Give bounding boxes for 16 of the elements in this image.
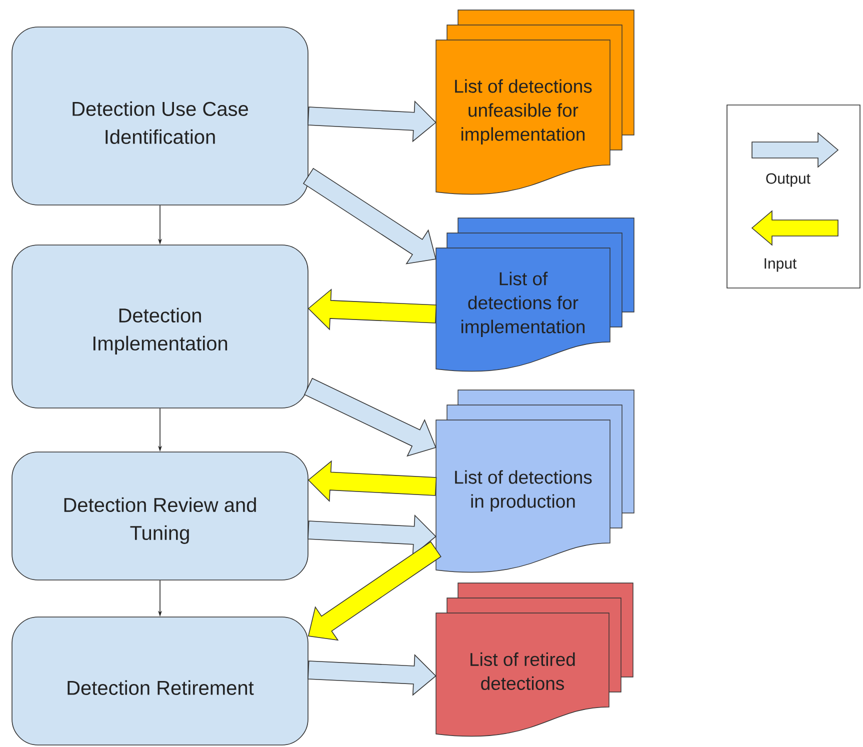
block-arrow <box>308 100 436 142</box>
process-box: Detection Use Case Identification <box>12 26 308 206</box>
block-arrow <box>308 541 442 641</box>
process-box: Detection Retirement <box>12 616 308 746</box>
block-arrow <box>308 288 437 330</box>
process-box: Detection Review and Tuning <box>12 452 308 580</box>
process-box: Detection Implementation <box>12 244 308 408</box>
document-stack: List of retired detections <box>436 582 634 736</box>
document-stack: List of detections in production <box>436 390 634 573</box>
legend-label: Output <box>766 173 810 187</box>
block-arrow <box>308 460 437 502</box>
block-arrow <box>308 514 436 556</box>
block-arrow <box>308 654 436 696</box>
document-stack: List of detections for implementation <box>436 218 634 372</box>
legend-label: Input <box>764 258 797 272</box>
document-stack: List of detections unfeasible for implementation <box>436 10 634 195</box>
